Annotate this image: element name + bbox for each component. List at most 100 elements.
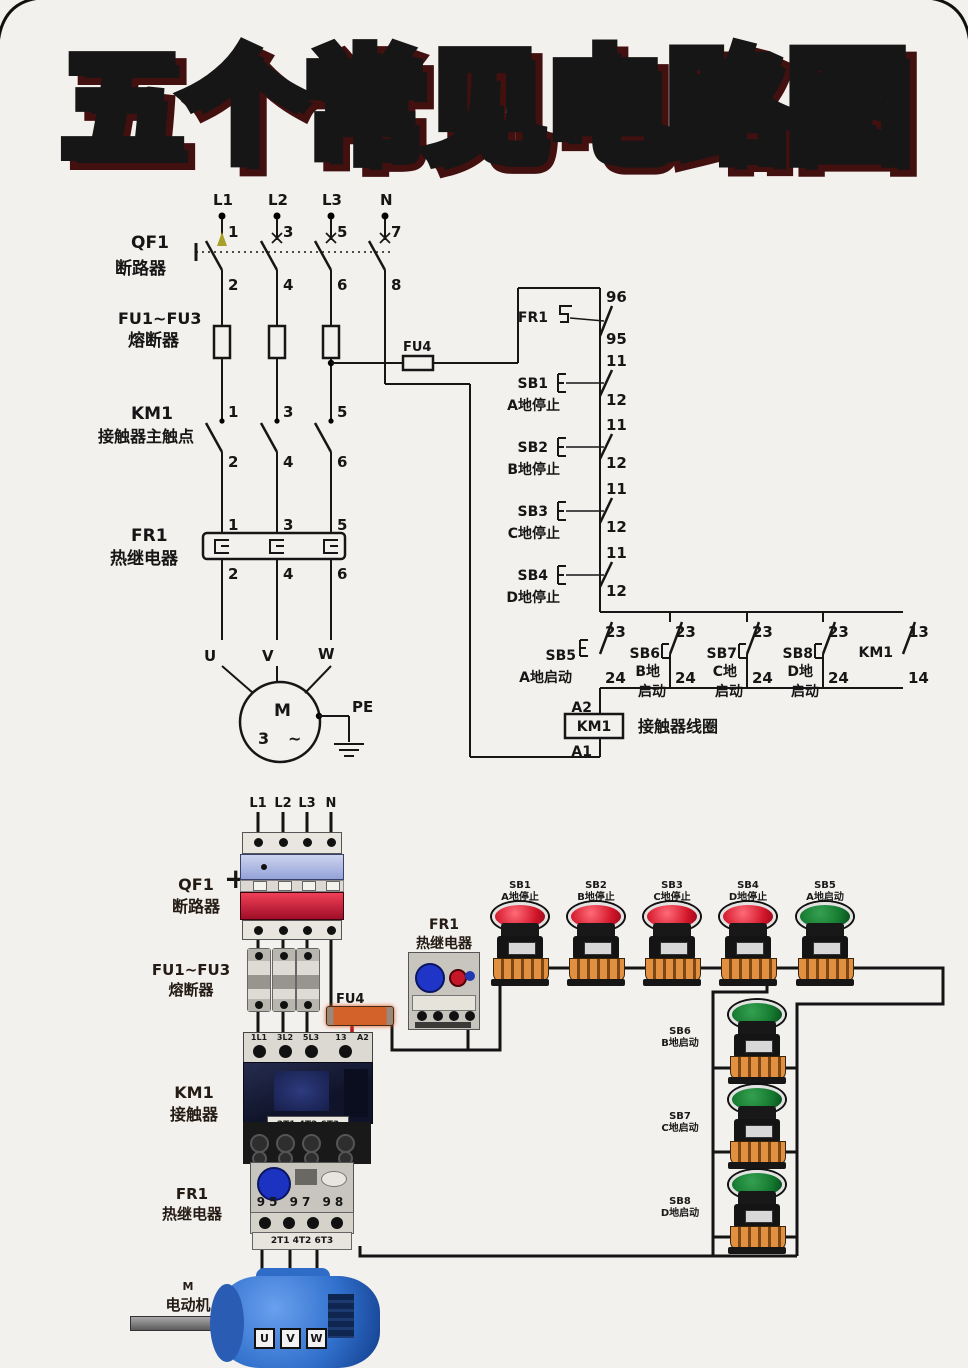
terminal-number: 7 [391,223,401,241]
motor-end-cap [210,1284,244,1362]
btn-name: SB5 [814,880,836,891]
terminal-number: 24 [675,669,696,687]
wiring-sb3-button [643,902,701,986]
btn-desc: B地启动 [661,1037,699,1049]
stop-name: SB3 [518,504,549,520]
ctl-start-row: 23 SB5 A地启动 24 23 24 SB6 B地 启动 [519,611,929,700]
btn-desc: A地停止 [501,891,539,903]
terminal-number: 3 [283,516,293,534]
stop-name: SB2 [518,440,549,456]
btn-desc: D地启动 [660,1207,700,1219]
ctl-fr1-name: FR1 [518,310,548,326]
wiring-fr1-mid [408,952,480,1030]
fu13-desc: 熔断器 [128,330,180,351]
contactor-a2-label: A2 [357,1033,369,1042]
fr1-name: FR1 [428,917,460,933]
schematic-control: 96 FR1 95 11 SB1 A地停止 12 11 SB2 [506,288,929,760]
fu13-name: FU1~FU3 [118,309,202,328]
blade-arrow [217,232,227,246]
terminal-number: 6 [337,453,347,471]
fr1-dial [257,1167,291,1201]
relay-dial [415,963,445,993]
button-base [493,958,549,982]
stop-desc: D地停止 [506,589,560,606]
wiring-supply-label: L2 [274,796,292,811]
button-base [645,958,701,982]
btn-desc: C地启动 [661,1122,699,1134]
terminal-number: 5 [337,516,347,534]
terminal-number: 1 [228,403,238,421]
button-body [725,936,771,960]
button-body [802,936,848,960]
fu13-name: FU1~FU3 [151,961,231,979]
stop-name: SB4 [518,568,549,584]
start-name: SB6 [630,646,661,662]
motor-terminal-v: V [280,1328,301,1349]
wiring-fr1-label: FR1 热继电器 [154,1184,230,1225]
ctl-km-aux: 13 14 KM1 [858,621,929,687]
terminal-number: 11 [606,480,627,498]
terminal-number: 11 [606,352,627,370]
wiring-km1-label: KM1 接触器 [156,1082,232,1125]
qf1-name: QF1 [178,875,214,894]
wiring-qf1-label: QF1 断路器 [158,874,234,917]
terminal-number: 6 [337,276,347,294]
fr1-window [321,1171,347,1187]
qf1-desc: 断路器 [171,896,220,916]
terminal-number: 3 [283,223,293,241]
wiring-fu13-label: FU1~FU3 熔断器 [148,960,234,1001]
fr1-name: FR1 [175,1185,209,1203]
breaker-blue-band [240,854,344,880]
fr1-body: 95 97 98 [250,1162,354,1214]
start-desc: 启动 [715,683,743,700]
qf1-desc: 断路器 [115,258,167,279]
button-base [721,958,777,982]
terminal-number: 4 [283,453,293,471]
fr1-button [295,1169,317,1185]
phase-label: V [262,647,274,665]
motor-poles: 3 [258,729,269,748]
motor-wave: ~ [288,729,301,748]
start-desc: C地 [713,663,737,680]
contactor-terminal-label: 3L2 [276,1033,294,1042]
motor-terminal-u: U [254,1328,275,1349]
wiring-sb1-button [491,902,549,986]
wiring-sb2-button [567,902,625,986]
motor-terminal-w: W [306,1328,327,1349]
wiring-sb5-button [796,902,854,986]
fu4-name: FU4 [403,340,431,355]
wiring-sb8-button [728,1170,786,1254]
motor-m: M [182,1280,194,1293]
wiring-fuse-fu3 [296,948,320,1012]
wiring-supply-label: L1 [249,796,267,811]
schematic-qf1: 1 3 5 7 2 4 6 8 QF1 断路器 [115,219,401,294]
terminal-number: 96 [606,288,627,306]
page-title-text: 五个常见电路图 [62,37,908,179]
btn-name: SB4 [737,880,759,891]
terminal-number: 24 [828,669,849,687]
btn-name: SB1 [509,880,531,891]
terminal-number: 12 [606,391,627,409]
contactor-body [243,1062,373,1124]
button-body [573,936,619,960]
ctl-coil: A2 KM1 接触器线圈 A1 [563,688,718,760]
schematic-fu4: FU4 [327,270,600,758]
terminal-number: 2 [228,453,238,471]
stop-desc: A地停止 [507,397,560,414]
terminal-number: 1 [228,516,238,534]
stop-name: SB1 [518,376,549,392]
breaker-red-band [240,892,344,920]
button-body [734,1034,780,1058]
wiring-sb4-button [719,902,777,986]
btn-desc: C地停止 [653,891,691,903]
button-base [798,958,854,982]
terminal-number: 2 [228,276,238,294]
wiring-fr1-mid-label: FR1 热继电器 [412,916,476,954]
qf1-name: QF1 [131,233,169,253]
wiring-km1-contactor: 1L1 3L2 5L3 13 A2 2T1 4T2 6T3 [243,1032,373,1166]
